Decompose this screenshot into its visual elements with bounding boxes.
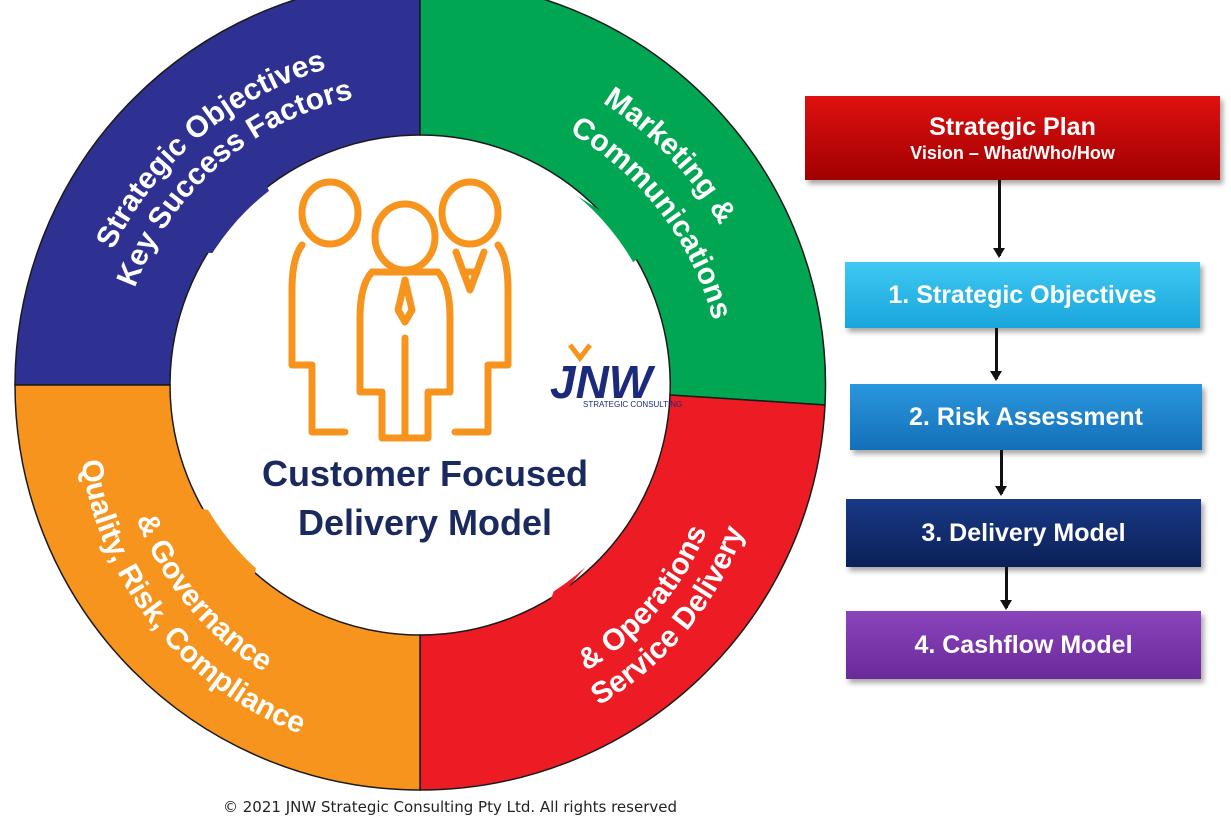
step-label: 4. Cashflow Model <box>914 631 1133 659</box>
delivery-model-cycle: Strategic Objectives Key Success Factors… <box>14 0 827 791</box>
strategic-plan-box: Strategic Plan Vision – What/Who/How <box>805 96 1220 180</box>
segment-service-delivery <box>419 394 826 791</box>
segment-strategic-objectives <box>14 0 421 386</box>
center-title-line1: Customer Focused <box>262 453 588 494</box>
connector-step3-to-step4 <box>1000 567 1012 610</box>
step-delivery-model: 3. Delivery Model <box>846 499 1201 567</box>
step-label: 1. Strategic Objectives <box>888 281 1157 309</box>
strategic-plan-subtitle: Vision – What/Who/How <box>910 143 1115 163</box>
step-cashflow-model: 4. Cashflow Model <box>846 611 1201 679</box>
step-label: 3. Delivery Model <box>921 519 1126 547</box>
logo-letters: JNW <box>550 356 656 408</box>
jnw-logo: JNW STRATEGIC CONSULTING <box>550 343 682 409</box>
center-title-line2: Delivery Model <box>298 502 552 543</box>
people-group-icon <box>288 178 512 442</box>
step-strategic-objectives: 1. Strategic Objectives <box>845 262 1200 328</box>
copyright-footer: © 2021 JNW Strategic Consulting Pty Ltd.… <box>223 798 677 816</box>
strategic-plan-title: Strategic Plan <box>929 113 1096 141</box>
connector-step2-to-step3 <box>995 450 1007 496</box>
connector-plan-to-step1 <box>993 180 1005 258</box>
step-risk-assessment: 2. Risk Assessment <box>850 384 1202 450</box>
step-label: 2. Risk Assessment <box>909 403 1143 431</box>
connector-step1-to-step2 <box>990 328 1002 381</box>
logo-tagline: STRATEGIC CONSULTING <box>583 400 682 409</box>
segment-marketing <box>419 0 827 406</box>
segment-quality-risk <box>14 384 421 791</box>
